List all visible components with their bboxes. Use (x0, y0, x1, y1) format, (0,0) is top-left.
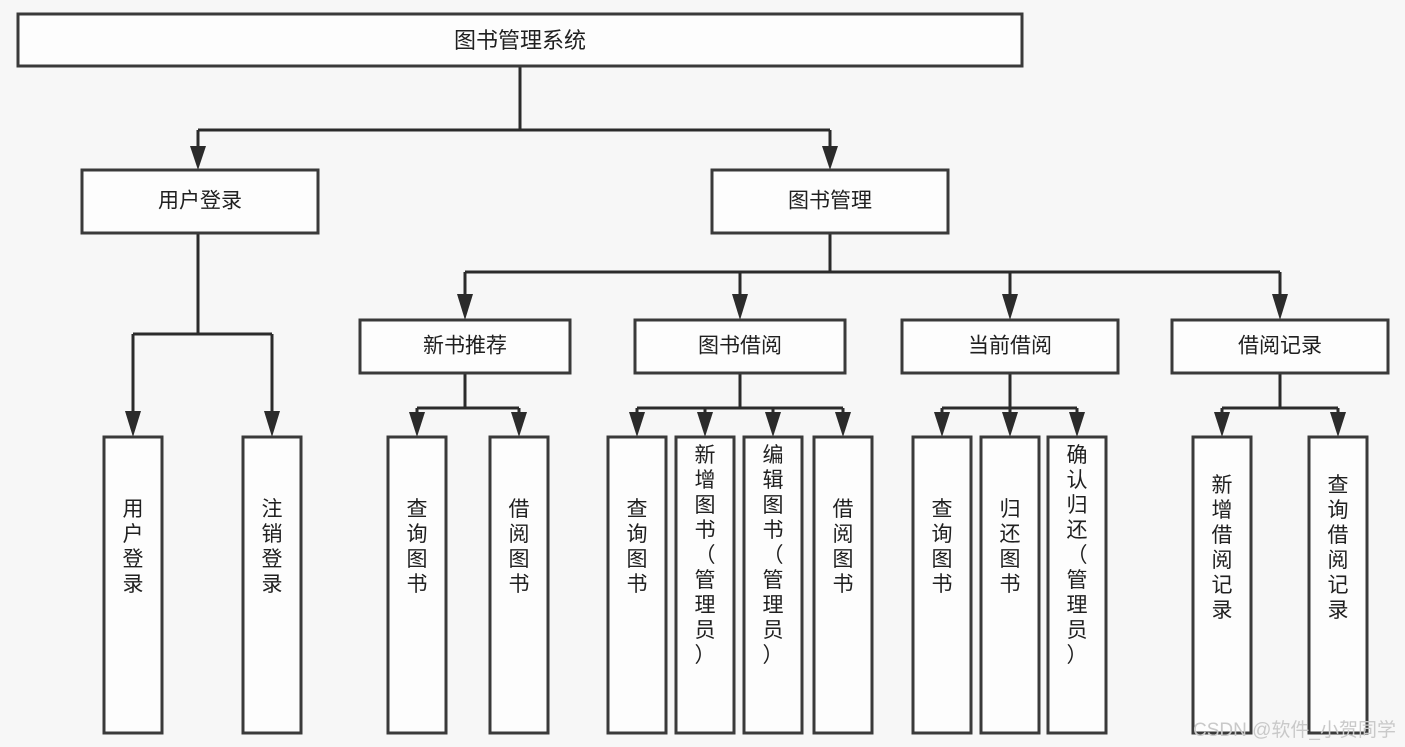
arrow-user-login-leaf1 (125, 411, 141, 437)
node-leaf-query-record-box[interactable] (1307, 435, 1369, 735)
node-leaf-edit-book[interactable]: 编辑图书（管理员） (742, 435, 804, 735)
node-leaf-add-record[interactable]: 新增借阅记录 (1191, 435, 1253, 735)
node-leaf-query-record-label: 查询借阅记录 (1328, 474, 1349, 622)
node-leaf-user-logout[interactable]: 注销登录 (241, 435, 303, 735)
node-leaf-query-book-1[interactable]: 查询图书 (386, 435, 448, 735)
node-leaf-add-book-label: 新增图书（管理员） (695, 444, 716, 667)
node-user-login[interactable]: 用户登录 (80, 168, 320, 235)
node-leaf-borrow-book-2-box[interactable] (812, 435, 874, 735)
node-leaf-confirm-return-box[interactable] (1046, 435, 1108, 735)
node-leaf-borrow-book-1-box[interactable] (488, 435, 550, 735)
arrow-c2-leaf4 (835, 412, 851, 437)
arrow-bm-to-c4 (1272, 294, 1288, 320)
arrow-c3-leaf1 (934, 412, 950, 437)
node-leaf-borrow-book-2[interactable]: 借阅图书 (812, 435, 874, 735)
node-leaf-borrow-book-2-label: 借阅图书 (833, 498, 854, 596)
node-root[interactable]: 图书管理系统 (16, 12, 1024, 68)
node-user-login-box[interactable] (80, 168, 320, 235)
node-leaf-return-book-box[interactable] (979, 435, 1041, 735)
node-current-borrow-label: 当前借阅 (968, 335, 1052, 358)
node-leaf-add-record-box[interactable] (1191, 435, 1253, 735)
node-leaf-query-book-3-box[interactable] (911, 435, 973, 735)
node-leaf-borrow-book-1-label: 借阅图书 (509, 498, 530, 596)
arrow-c2-leaf3 (765, 412, 781, 437)
node-new-book-recommend[interactable]: 新书推荐 (358, 318, 572, 375)
arrow-root-to-book-manage (822, 146, 838, 170)
node-leaf-confirm-return[interactable]: 确认归还（管理员） (1046, 435, 1108, 735)
node-leaf-add-record-label: 新增借阅记录 (1212, 474, 1233, 622)
node-leaf-return-book[interactable]: 归还图书 (979, 435, 1041, 735)
node-book-manage[interactable]: 图书管理 (710, 168, 950, 235)
node-leaf-user-login-box[interactable] (102, 435, 164, 735)
node-new-book-recommend-label: 新书推荐 (423, 335, 507, 358)
node-leaf-user-logout-label: 注销登录 (262, 498, 283, 596)
arrow-c3-leaf2 (1002, 412, 1018, 437)
watermark-text: CSDN @软件_小贺同学 (1193, 719, 1396, 741)
node-root-box[interactable] (16, 12, 1024, 68)
node-leaf-add-book-box[interactable] (674, 435, 736, 735)
node-leaf-user-login[interactable]: 用户登录 (102, 435, 164, 735)
node-new-book-recommend-box[interactable] (358, 318, 572, 375)
node-leaf-query-book-2-box[interactable] (606, 435, 668, 735)
arrow-root-to-user-login (190, 146, 206, 170)
node-leaf-borrow-book-1[interactable]: 借阅图书 (488, 435, 550, 735)
node-leaf-user-login-label: 用户登录 (123, 498, 144, 596)
arrow-bm-to-c2 (732, 294, 748, 320)
arrow-bm-to-c1 (457, 294, 473, 320)
arrow-c4-leaf1 (1214, 412, 1230, 437)
node-current-borrow-box[interactable] (900, 318, 1120, 375)
node-leaf-query-record[interactable]: 查询借阅记录 (1307, 435, 1369, 735)
node-current-borrow[interactable]: 当前借阅 (900, 318, 1120, 375)
node-borrow-record-label: 借阅记录 (1238, 335, 1322, 358)
node-leaf-user-logout-box[interactable] (241, 435, 303, 735)
connector-layer (125, 66, 1346, 437)
node-leaf-query-book-3[interactable]: 查询图书 (911, 435, 973, 735)
arrow-c4-leaf2 (1330, 412, 1346, 437)
arrow-c1-leaf2 (511, 412, 527, 437)
node-book-borrow-box[interactable] (633, 318, 847, 375)
node-leaf-confirm-return-label: 确认归还（管理员） (1067, 444, 1088, 667)
arrow-c2-leaf1 (629, 412, 645, 437)
node-book-borrow[interactable]: 图书借阅 (633, 318, 847, 375)
arrow-user-login-leaf2 (264, 411, 280, 437)
node-leaf-edit-book-label: 编辑图书（管理员） (763, 444, 784, 667)
node-leaf-query-book-2[interactable]: 查询图书 (606, 435, 668, 735)
node-leaf-add-book[interactable]: 新增图书（管理员） (674, 435, 736, 735)
node-leaf-query-book-1-box[interactable] (386, 435, 448, 735)
node-leaf-query-book-1-label: 查询图书 (407, 498, 428, 596)
arrow-c2-leaf2 (697, 412, 713, 437)
node-book-manage-box[interactable] (710, 168, 950, 235)
arrow-c1-leaf1 (409, 412, 425, 437)
node-borrow-record[interactable]: 借阅记录 (1170, 318, 1390, 375)
node-leaf-return-book-label: 归还图书 (1000, 498, 1021, 596)
arrow-bm-to-c3 (1002, 294, 1018, 320)
node-leaf-edit-book-box[interactable] (742, 435, 804, 735)
node-leaf-query-book-3-label: 查询图书 (932, 498, 953, 596)
node-borrow-record-box[interactable] (1170, 318, 1390, 375)
arrow-c3-leaf3 (1069, 412, 1085, 437)
leaf-layer: 用户登录 注销登录 查询图书 借阅图书 查询图书 新增图书（管理员） 编辑图书（… (102, 435, 1369, 735)
node-root-label: 图书管理系统 (454, 28, 586, 53)
node-leaf-query-book-2-label: 查询图书 (627, 498, 648, 596)
node-user-login-label: 用户登录 (158, 190, 242, 213)
node-book-borrow-label: 图书借阅 (698, 335, 782, 358)
node-book-manage-label: 图书管理 (788, 190, 872, 213)
